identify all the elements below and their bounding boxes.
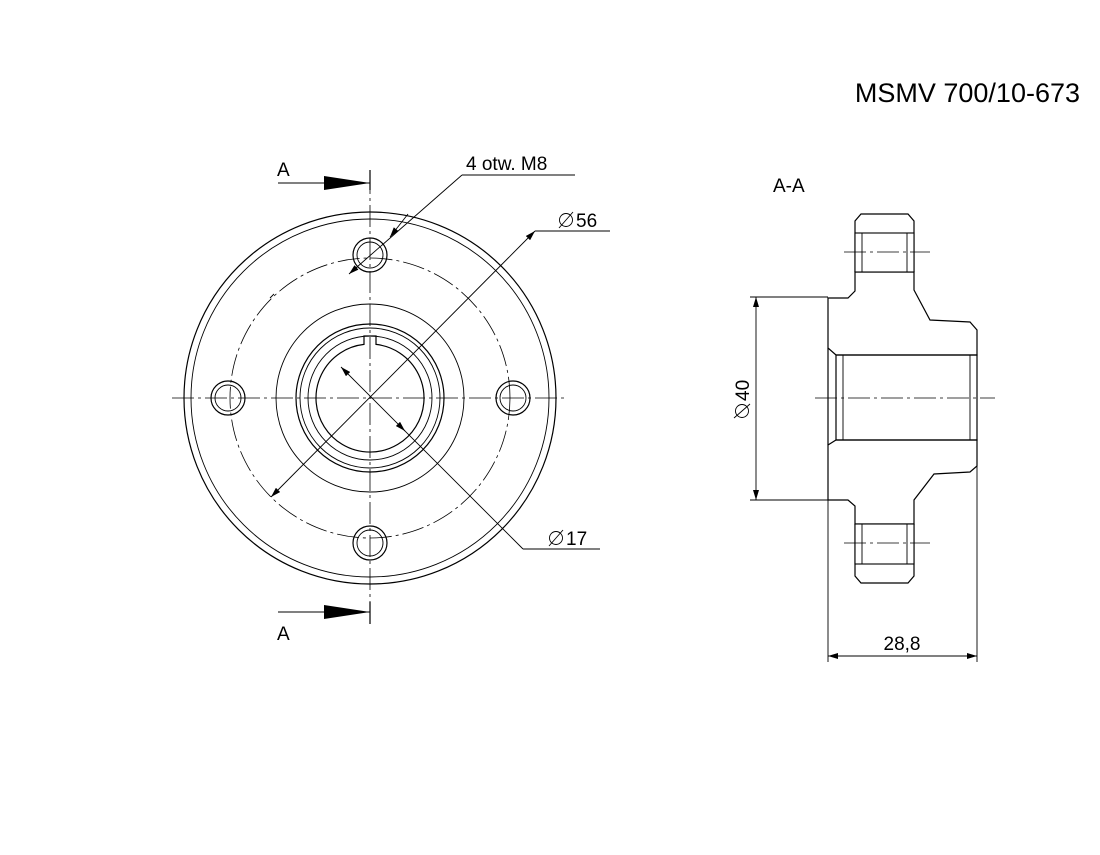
label-dia-17: 17 [566,529,587,550]
dim-dia-56 [269,230,610,498]
diameter-symbol-17 [548,529,564,547]
label-dia-56: 56 [576,211,597,232]
section-bore [835,354,978,441]
diameter-symbol-56 [558,211,574,229]
section-arrow-bottom [278,602,371,624]
section-body-lower [827,439,978,525]
leader-holes [348,174,575,275]
label-width: 28,8 [884,634,921,655]
section-marker-bottom: A [277,624,290,645]
dim-dia-17 [340,366,600,550]
dim-dia-40 [750,296,828,501]
drawing-title: MSMV 700/10-673 [855,78,1080,108]
section-body-upper [827,271,978,356]
flange-lug-lower [854,524,915,584]
dim-width-28-8 [827,466,978,662]
label-holes: 4 otw. M8 [466,154,547,175]
section-marker-top: A [277,160,290,181]
thread-hole-lower [854,523,915,565]
section-view: A-A 40 [733,176,995,662]
flange-lug-upper [854,213,915,272]
diameter-symbol-40 [733,403,751,419]
label-dia-40: 40 [733,380,754,401]
front-view: A A 4 otw. M8 56 [172,154,610,645]
section-arrow-top [278,170,371,190]
section-title: A-A [773,176,805,197]
thread-hole-upper [854,232,915,273]
